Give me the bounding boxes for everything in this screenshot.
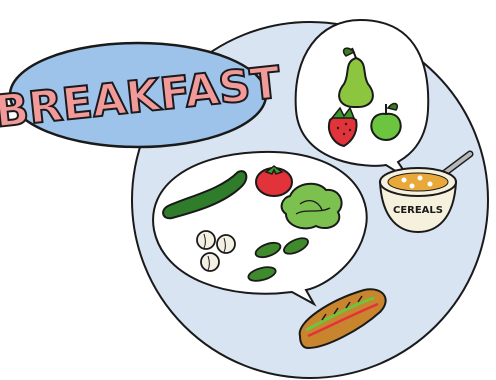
cereal-bowl-label: CEREALS: [393, 205, 443, 216]
